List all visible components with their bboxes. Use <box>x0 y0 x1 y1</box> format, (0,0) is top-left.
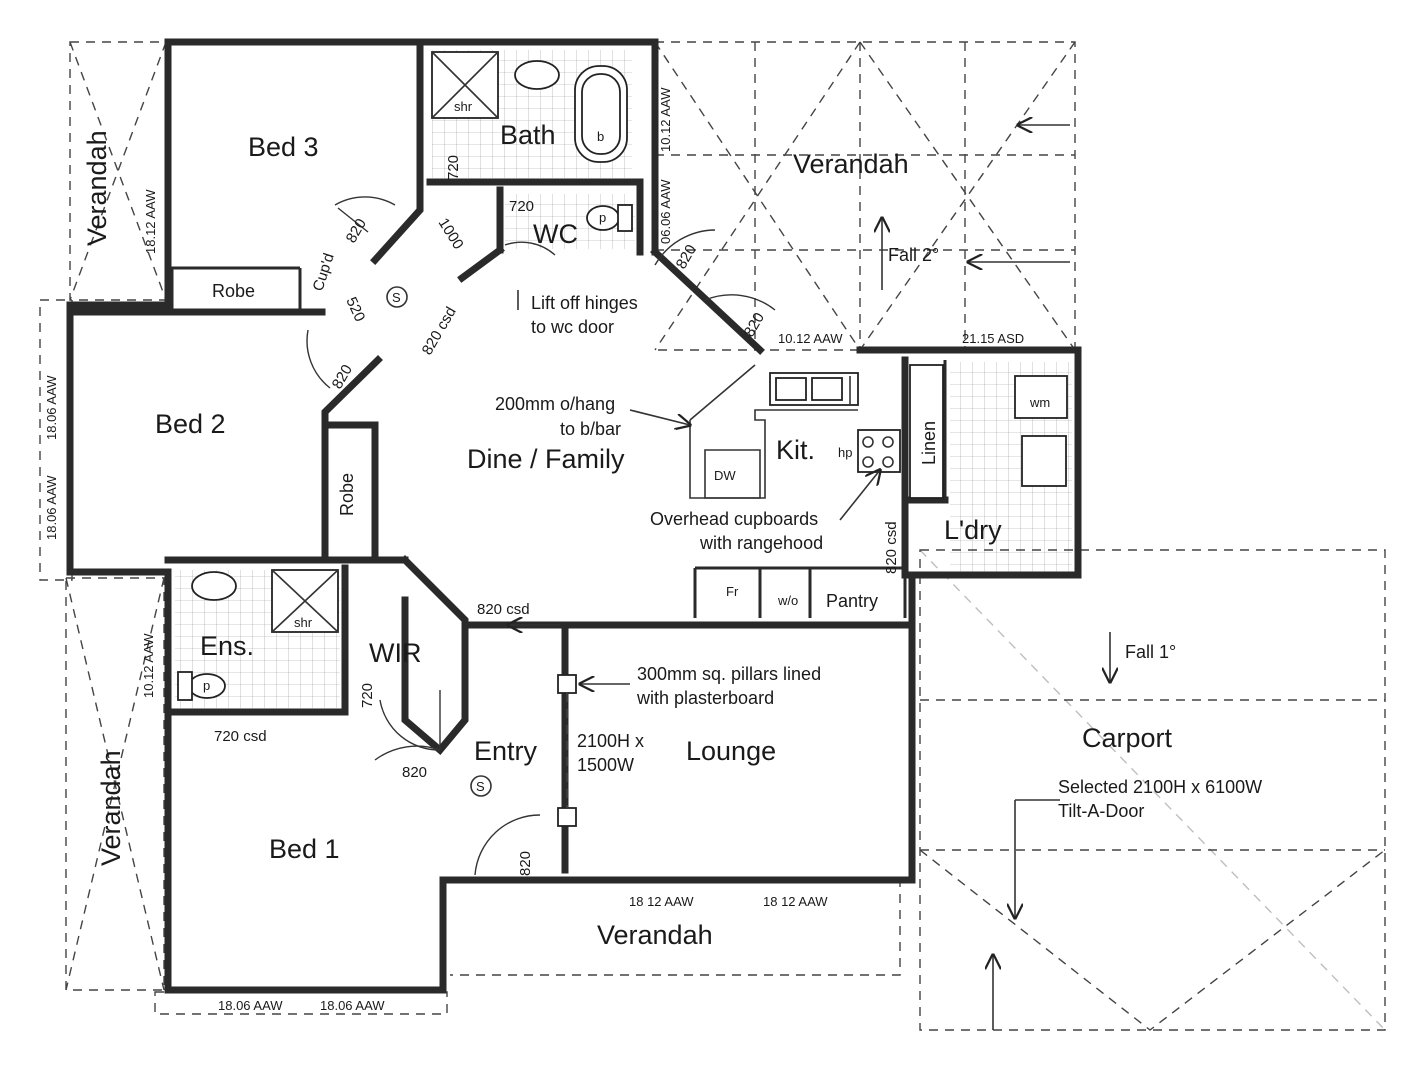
window-1806-bed2a: 18.06 AAW <box>44 375 59 440</box>
basin-ens <box>191 571 237 601</box>
fridge-label: Fr <box>726 584 739 599</box>
room-bed-2: Bed 2 <box>155 409 226 439</box>
window-1812-a: 18 12 AAW <box>629 894 694 909</box>
note-pillars-2: with plasterboard <box>636 688 774 708</box>
dim-520: 520 <box>342 295 368 325</box>
laundry-trough <box>1021 435 1067 487</box>
wc-toilet-label: p <box>599 210 606 225</box>
dim-820-front: 820 <box>517 851 534 876</box>
room-bed-3: Bed 3 <box>248 132 319 162</box>
notes: Lift off hinges to wc door 200mm o/hang … <box>386 245 1262 821</box>
window-1812-bed3: 18.12 AAW <box>143 189 158 254</box>
smoke-detector-1-label: S <box>392 290 401 305</box>
smoke-detector-2-icon <box>470 775 492 797</box>
room-kitchen: Kit. <box>776 435 815 465</box>
room-ensuite: Ens. <box>200 631 254 661</box>
note-tilt-door-2: Tilt-A-Door <box>1058 801 1144 821</box>
room-wc: WC <box>533 219 578 249</box>
hotplate-label: hp <box>838 445 852 460</box>
shower-ens-label: shr <box>294 615 313 630</box>
verandah-left-top-label: Verandah <box>82 130 112 246</box>
dim-720-ens: 720 <box>359 683 376 708</box>
linen-cupboard <box>909 364 944 499</box>
note-opening-1: 2100H x <box>577 731 644 751</box>
smoke-detector-2-label: S <box>476 779 485 794</box>
room-laundry: L'dry <box>944 515 1002 545</box>
dim-820-entry: 820 <box>402 764 427 781</box>
pillar-1 <box>557 674 577 694</box>
room-bed-1: Bed 1 <box>269 834 340 864</box>
dim-720-wc: 720 <box>509 198 534 215</box>
dim-820csd-mid: 820 csd <box>477 601 530 618</box>
dim-1000: 1000 <box>435 215 467 252</box>
window-1806-bed1a: 18.06 AAW <box>218 998 283 1013</box>
room-robe-top: Robe <box>212 281 255 301</box>
door-2115-asd: 21.15 ASD <box>962 331 1024 346</box>
window-1012-kit: 10.12 AAW <box>778 331 843 346</box>
room-bath: Bath <box>500 120 556 150</box>
room-pantry: Pantry <box>826 591 878 611</box>
room-linen: Linen <box>919 421 939 465</box>
verandah-outlines <box>39 41 1386 1031</box>
room-lounge: Lounge <box>686 736 776 766</box>
note-overhang-1: 200mm o/hang <box>495 394 615 414</box>
fixtures <box>175 50 1072 827</box>
room-cupboard: Cup'd <box>310 251 338 293</box>
window-1806-bed1b: 18.06 AAW <box>320 998 385 1013</box>
room-carport: Carport <box>1082 723 1173 753</box>
washing-machine <box>1014 375 1068 419</box>
window-0606-wc: 06.06 AAW <box>658 179 673 244</box>
internal-walls <box>66 38 949 874</box>
note-overhead-1: Overhead cupboards <box>650 509 818 529</box>
external-walls <box>66 38 1082 994</box>
verandah-top-label: Verandah <box>793 149 909 179</box>
note-fall-2: Fall 2° <box>888 245 939 265</box>
dishwasher-label: DW <box>714 468 736 483</box>
bathtub-label: b <box>597 129 604 144</box>
smoke-detector-1-icon <box>386 286 408 308</box>
dim-720-bath: 720 <box>445 155 462 180</box>
dim-820csd-top: 820 csd <box>419 304 460 358</box>
washing-machine-label: wm <box>1029 395 1050 410</box>
room-labels: Bed 3 Bath WC Robe Bed 2 Dine / Family K… <box>82 99 1173 950</box>
walkout-label: w/o <box>777 593 798 608</box>
basin-bath <box>514 60 560 90</box>
note-tilt-door-1: Selected 2100H x 6100W <box>1058 777 1262 797</box>
window-1806-bed2b: 18.06 AAW <box>44 475 59 540</box>
kitchen-bench <box>689 364 858 499</box>
note-overhang-2: to b/bar <box>560 419 621 439</box>
dim-820csd-ldry: 820 csd <box>883 521 900 574</box>
window-1012-bath: 10.12 AAW <box>658 87 673 152</box>
pillar-2 <box>557 807 577 827</box>
arrows <box>508 125 1110 1030</box>
dim-720csd-ens: 720 csd <box>214 728 267 745</box>
note-lift-off-1: Lift off hinges <box>531 293 638 313</box>
room-robe-mid: Robe <box>337 473 357 516</box>
note-overhead-2: with rangehood <box>699 533 823 553</box>
note-pillars-1: 300mm sq. pillars lined <box>637 664 821 684</box>
room-entry: Entry <box>474 736 538 766</box>
note-opening-2: 1500W <box>577 755 634 775</box>
ens-toilet-label: p <box>203 678 210 693</box>
dim-820-bed3: 820 <box>343 216 370 246</box>
verandah-left-bottom-label: Verandah <box>96 750 126 866</box>
shower-bath-label: shr <box>454 99 473 114</box>
room-dine-family: Dine / Family <box>467 444 625 474</box>
dimensions: 820 1000 720 720 820 820 520 820 csd 820… <box>44 87 1024 1013</box>
room-wir: WIR <box>369 638 421 668</box>
window-1812-b: 18 12 AAW <box>763 894 828 909</box>
note-lift-off-2: to wc door <box>531 317 614 337</box>
note-fall-1: Fall 1° <box>1125 642 1176 662</box>
verandah-bottom-label: Verandah <box>597 920 713 950</box>
dim-820-wc: 820 <box>673 242 700 272</box>
doors <box>306 196 776 876</box>
window-1012-ens: 10.12 AAW <box>141 633 156 698</box>
dishwasher <box>704 449 761 499</box>
